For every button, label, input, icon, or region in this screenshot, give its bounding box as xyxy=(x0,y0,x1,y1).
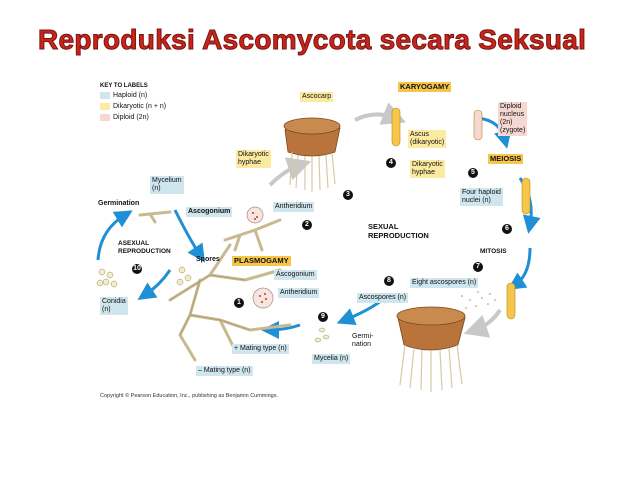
step-10: 10 xyxy=(132,264,142,274)
label-eight-ascospores: Eight ascospores (n) xyxy=(410,278,479,288)
step-2: 2 xyxy=(302,220,312,230)
label-sexual-reproduction: Sexual reproduction xyxy=(368,222,429,240)
label-germination: Germination xyxy=(98,200,140,207)
label-diploid-nucleus: Diploid nucleus (2n) (zygote) xyxy=(498,102,528,136)
copyright-text: Copyright © Pearson Education, Inc., pub… xyxy=(100,393,279,399)
asci xyxy=(391,107,531,320)
ascogonium-cell xyxy=(246,206,264,224)
step-4: 4 xyxy=(386,158,396,168)
label-spores: Spores xyxy=(196,256,220,263)
slide-title: Reproduksi Ascomycota secara Seksual xyxy=(37,24,587,56)
label-four-haploid: Four haploid nuclei (n) xyxy=(460,188,503,206)
hyphae xyxy=(138,210,292,362)
ascocarp-top xyxy=(283,117,341,192)
label-dikaryotic-hyphae-right: Dikaryotic hyphae xyxy=(410,160,445,178)
label-plasmogamy: Plasmogamy xyxy=(232,256,291,266)
cycle-arrow xyxy=(507,247,532,290)
step-5: 5 xyxy=(468,168,478,178)
diploid-swatch xyxy=(100,114,110,121)
key-dikaryotic: Dikaryotic (n + n) xyxy=(113,103,167,110)
gray-arrow xyxy=(463,308,502,338)
label-mycelia: Mycelia (n) xyxy=(312,354,351,364)
label-antheridium-top: Antheridium xyxy=(273,202,315,212)
label-ascocarp: Ascocarp xyxy=(300,92,334,102)
key-diploid: Diploid (2n) xyxy=(113,114,149,121)
label-mycelium: Mycelium (n) xyxy=(150,176,184,194)
ascogonium-cell xyxy=(252,287,274,309)
key-heading: Key to labels xyxy=(100,83,148,89)
label-plus-mating: + Mating type (n) xyxy=(232,344,289,354)
label-karyogamy: Karyogamy xyxy=(398,82,452,92)
step-1: 1 xyxy=(234,298,244,308)
step-8: 8 xyxy=(384,276,394,286)
label-germination-bottom: Germi- nation xyxy=(352,333,374,348)
label-meiosis: Meiosis xyxy=(488,154,524,164)
haploid-swatch xyxy=(100,92,110,99)
label-conidia: Conidia (n) xyxy=(100,297,128,315)
cycle-arrow xyxy=(137,269,172,300)
label-ascogonium-top: Ascogonium xyxy=(186,207,233,217)
step-9: 9 xyxy=(318,312,328,322)
label-ascogonium-bottom: Ascogonium xyxy=(274,270,317,280)
key-haploid: Haploid (n) xyxy=(113,92,148,99)
label-ascus: Ascus (dikaryotic) xyxy=(408,130,447,148)
label-mitosis: Mitosis xyxy=(480,248,507,255)
ascospores xyxy=(314,327,330,343)
cycle-arrow xyxy=(173,209,205,263)
hyphae-walls xyxy=(169,274,251,336)
cycle-arrow xyxy=(261,320,301,339)
label-asexual-reproduction: Asexual reproduction xyxy=(118,240,171,255)
label-minus-mating: – Mating type (n) xyxy=(196,366,253,376)
conidia xyxy=(96,266,192,288)
dikaryotic-swatch xyxy=(100,103,110,110)
gray-arrow xyxy=(354,102,407,125)
step-7: 7 xyxy=(473,262,483,272)
gray-arrow xyxy=(268,157,312,187)
ascocarp-bottom xyxy=(396,291,496,392)
label-dikaryotic-hyphae-left: Dikaryotic hyphae xyxy=(236,150,271,168)
cycle-arrow xyxy=(96,210,133,261)
step-6: 6 xyxy=(502,224,512,234)
step-3: 3 xyxy=(343,190,353,200)
label-ascospores: Ascospores (n) xyxy=(357,293,409,303)
label-antheridium-bottom: Antheridium xyxy=(278,288,320,298)
